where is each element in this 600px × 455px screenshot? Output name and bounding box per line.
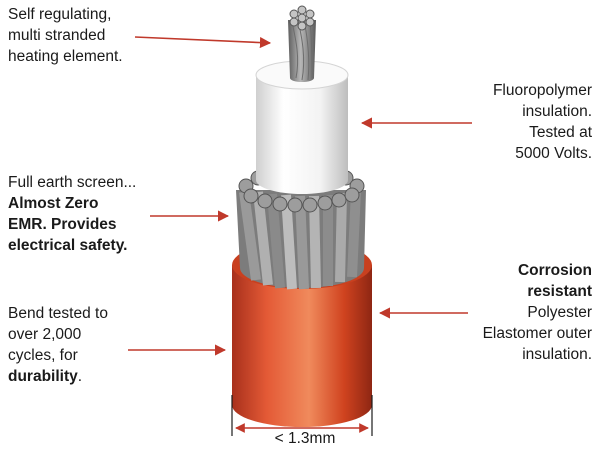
earth-screen-bold-1: Almost Zero (8, 195, 99, 212)
heating-element-strands (288, 5, 316, 82)
label-corrosion: Corrosion resistant Polyester Elastomer … (483, 260, 592, 365)
fluoropolymer-line-1: Fluoropolymer (492, 82, 592, 99)
diameter-dimension (231, 395, 373, 436)
callout-arrows (128, 36, 472, 356)
bend-tested-line-2: over 2,000 (8, 326, 82, 343)
fluoropolymer-line-3: Tested at (529, 124, 592, 141)
corrosion-line-1: Polyester (527, 304, 592, 321)
bend-tested-line-4: durability. (8, 366, 108, 387)
label-fluoropolymer: Fluoropolymer insulation. Tested at 5000… (493, 80, 592, 164)
corrosion-line-3: insulation. (522, 346, 592, 363)
heating-element-line-2: multi stranded (8, 27, 106, 44)
corrosion-bold-1: Corrosion (517, 262, 592, 279)
dimension-label: < 1.3mm (274, 430, 336, 447)
earth-screen-bold-2: EMR. Provides (8, 216, 117, 233)
corrosion-line-2: Elastomer outer (482, 325, 592, 342)
bend-tested-bold-word: durability (8, 368, 78, 385)
corrosion-bold-2: resistant (527, 283, 592, 300)
earth-screen-line-1: Full earth screen... (8, 174, 137, 191)
bend-tested-suffix: . (77, 368, 83, 385)
bend-tested-line-1: Bend tested to (8, 305, 108, 322)
fluoropolymer-line-2: insulation. (522, 103, 592, 120)
bend-tested-line-3: cycles, for (8, 347, 78, 364)
arrow-heating-element (134, 36, 272, 49)
heating-element-line-3: heating element. (8, 48, 123, 65)
label-bend-tested: Bend tested to over 2,000 cycles, for du… (8, 303, 108, 387)
fluoropolymer-line-4: 5000 Volts. (515, 145, 592, 162)
label-heating-element: Self regulating, multi stranded heating … (8, 4, 123, 67)
earth-screen-bold-3: electrical safety. (8, 237, 128, 254)
heating-element-line-1: Self regulating, (8, 6, 112, 23)
label-earth-screen: Full earth screen... Almost Zero EMR. Pr… (8, 172, 136, 256)
